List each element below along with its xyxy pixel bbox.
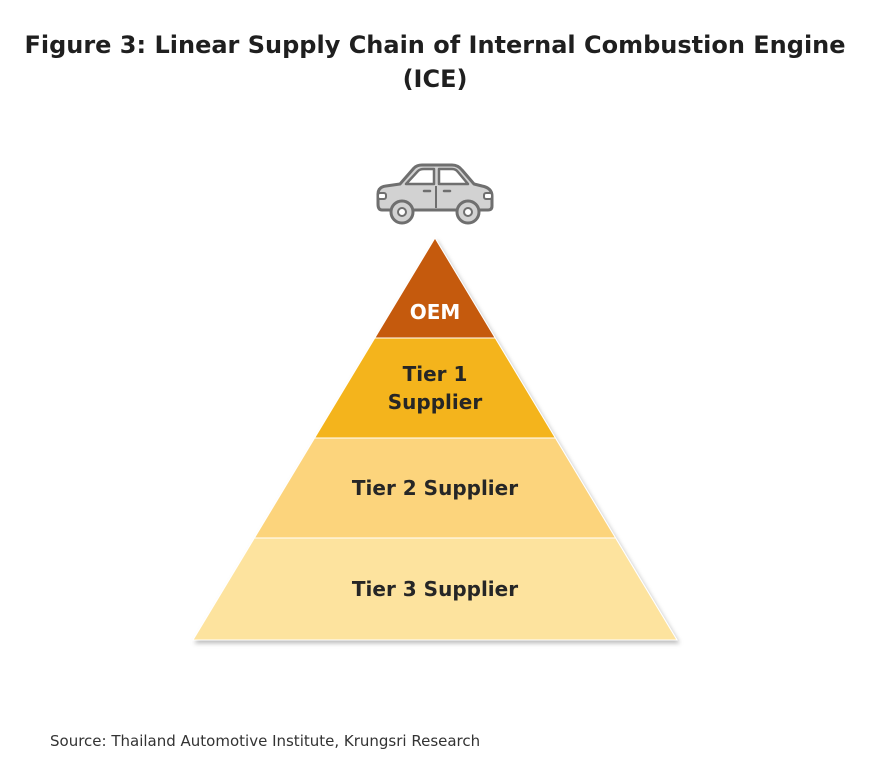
pyramid-label-oem: OEM xyxy=(410,300,461,324)
pyramid-label-tier-1-supplier-line-1: Tier 1 xyxy=(403,362,468,386)
pyramid-label-tier-3-supplier: Tier 3 Supplier xyxy=(352,577,518,601)
pyramid-label-tier-1-supplier-line-2: Supplier xyxy=(388,390,483,414)
car-icon xyxy=(376,163,494,225)
figure-title: Figure 3: Linear Supply Chain of Interna… xyxy=(0,28,870,96)
figure-title-line-2: (ICE) xyxy=(402,65,468,93)
source-note: Source: Thailand Automotive Institute, K… xyxy=(50,732,481,750)
pyramid-label-tier-2-supplier: Tier 2 Supplier xyxy=(352,476,518,500)
figure-title-line-1: Figure 3: Linear Supply Chain of Interna… xyxy=(24,31,846,59)
pyramid-layer-tier-1-supplier xyxy=(313,337,557,439)
pyramid-layer-tier-3-supplier xyxy=(192,537,678,641)
